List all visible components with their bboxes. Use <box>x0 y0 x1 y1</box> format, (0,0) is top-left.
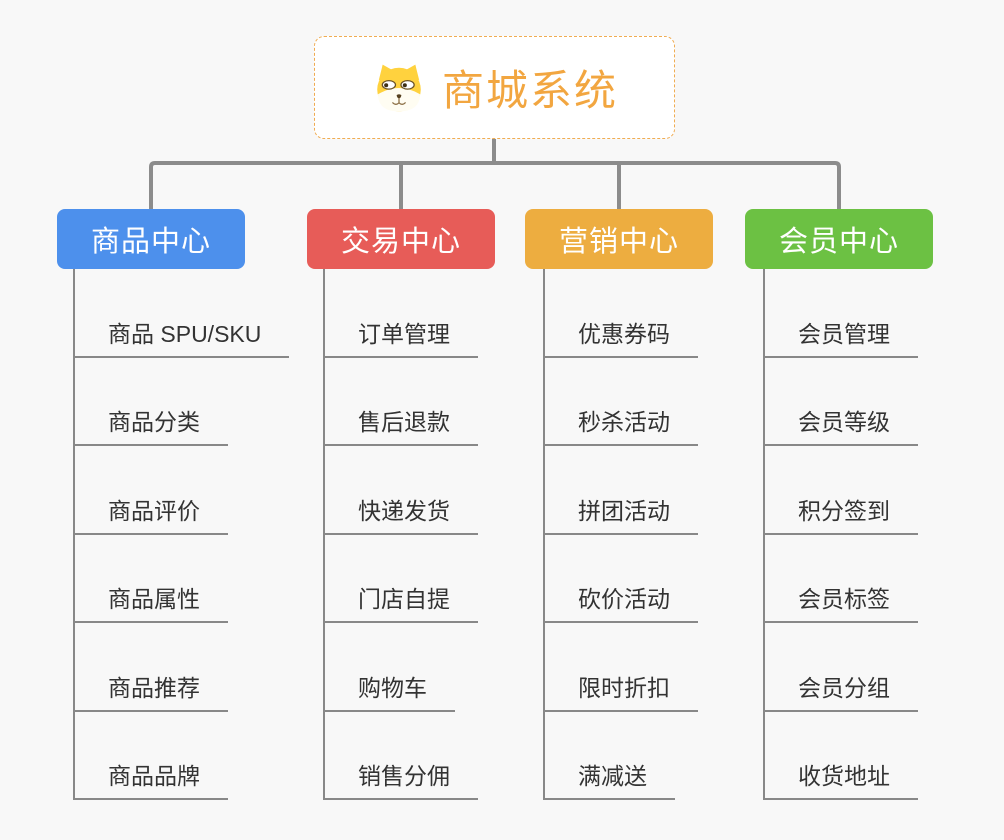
leaf-label: 订单管理 <box>325 315 478 358</box>
leaf-label: 秒杀活动 <box>545 403 698 446</box>
leaf-node[interactable]: 会员等级 <box>765 358 918 446</box>
branch-member-center[interactable]: 会员中心 <box>745 209 933 269</box>
leaf-label: 快递发货 <box>325 492 478 535</box>
leaf-node[interactable]: 商品推荐 <box>75 623 289 712</box>
branch-label: 会员中心 <box>778 226 899 258</box>
leaf-node[interactable]: 购物车 <box>325 623 478 712</box>
leaf-label: 商品评价 <box>75 492 228 535</box>
leaf-node[interactable]: 快递发货 <box>325 446 478 535</box>
leaf-label: 限时折扣 <box>545 669 698 712</box>
leaf-node[interactable]: 商品品牌 <box>75 712 289 800</box>
branch-label: 商品中心 <box>90 226 211 258</box>
leaf-label: 商品推荐 <box>75 669 228 712</box>
leaf-label: 砍价活动 <box>545 580 698 623</box>
leaf-node[interactable]: 商品属性 <box>75 535 289 623</box>
leaf-node[interactable]: 商品 SPU/SKU <box>75 269 290 358</box>
leaf-label: 拼团活动 <box>545 492 698 535</box>
leaf-node[interactable]: 优惠券码 <box>545 269 698 358</box>
leaf-label: 满减送 <box>545 757 675 800</box>
leaf-node[interactable]: 售后退款 <box>325 358 478 446</box>
leaf-node[interactable]: 门店自提 <box>325 535 478 623</box>
leaf-node[interactable]: 销售分佣 <box>325 712 478 800</box>
leaf-node[interactable]: 拼团活动 <box>545 446 698 535</box>
product-center-children: 商品 SPU/SKU 商品分类 商品评价 商品属性 商品推荐 商品品牌 <box>73 269 290 800</box>
leaf-node[interactable]: 商品评价 <box>75 446 289 535</box>
branch-trade-center[interactable]: 交易中心 <box>307 209 495 269</box>
root-node-label: 商城系统 <box>441 67 618 114</box>
doge-icon <box>377 64 421 111</box>
trade-center-children: 订单管理 售后退款 快递发货 门店自提 购物车 销售分佣 <box>323 269 478 800</box>
branch-marketing-center[interactable]: 营销中心 <box>525 209 713 269</box>
root-node[interactable]: 商城系统 <box>314 36 675 139</box>
leaf-node[interactable]: 会员分组 <box>765 623 918 712</box>
leaf-label: 会员管理 <box>765 315 918 358</box>
leaf-label: 会员标签 <box>765 580 918 623</box>
leaf-node[interactable]: 积分签到 <box>765 446 918 535</box>
leaf-node[interactable]: 订单管理 <box>325 269 478 358</box>
leaf-node[interactable]: 会员标签 <box>765 535 918 623</box>
leaf-label: 会员等级 <box>765 403 918 446</box>
branch-label: 营销中心 <box>558 226 679 258</box>
leaf-label: 商品属性 <box>75 580 228 623</box>
leaf-node[interactable]: 满减送 <box>545 712 698 800</box>
leaf-label: 门店自提 <box>325 580 478 623</box>
leaf-label: 商品分类 <box>75 403 228 446</box>
leaf-label: 购物车 <box>325 669 455 712</box>
leaf-node[interactable]: 收货地址 <box>765 712 918 800</box>
leaf-label: 会员分组 <box>765 669 918 712</box>
leaf-label: 商品品牌 <box>75 757 228 800</box>
branch-label: 交易中心 <box>340 226 461 258</box>
leaf-node[interactable]: 秒杀活动 <box>545 358 698 446</box>
leaf-node[interactable]: 砍价活动 <box>545 535 698 623</box>
member-center-children: 会员管理 会员等级 积分签到 会员标签 会员分组 收货地址 <box>763 269 918 800</box>
leaf-label: 售后退款 <box>325 403 478 446</box>
leaf-node[interactable]: 会员管理 <box>765 269 918 358</box>
leaf-node[interactable]: 商品分类 <box>75 358 289 446</box>
branch-product-center[interactable]: 商品中心 <box>57 209 245 269</box>
leaf-label: 优惠券码 <box>545 315 698 358</box>
leaf-label: 积分签到 <box>765 492 918 535</box>
leaf-label: 收货地址 <box>765 757 918 800</box>
leaf-node[interactable]: 限时折扣 <box>545 623 698 712</box>
marketing-center-children: 优惠券码 秒杀活动 拼团活动 砍价活动 限时折扣 满减送 <box>543 269 698 800</box>
leaf-label: 商品 SPU/SKU <box>75 315 290 358</box>
leaf-label: 销售分佣 <box>325 757 478 800</box>
